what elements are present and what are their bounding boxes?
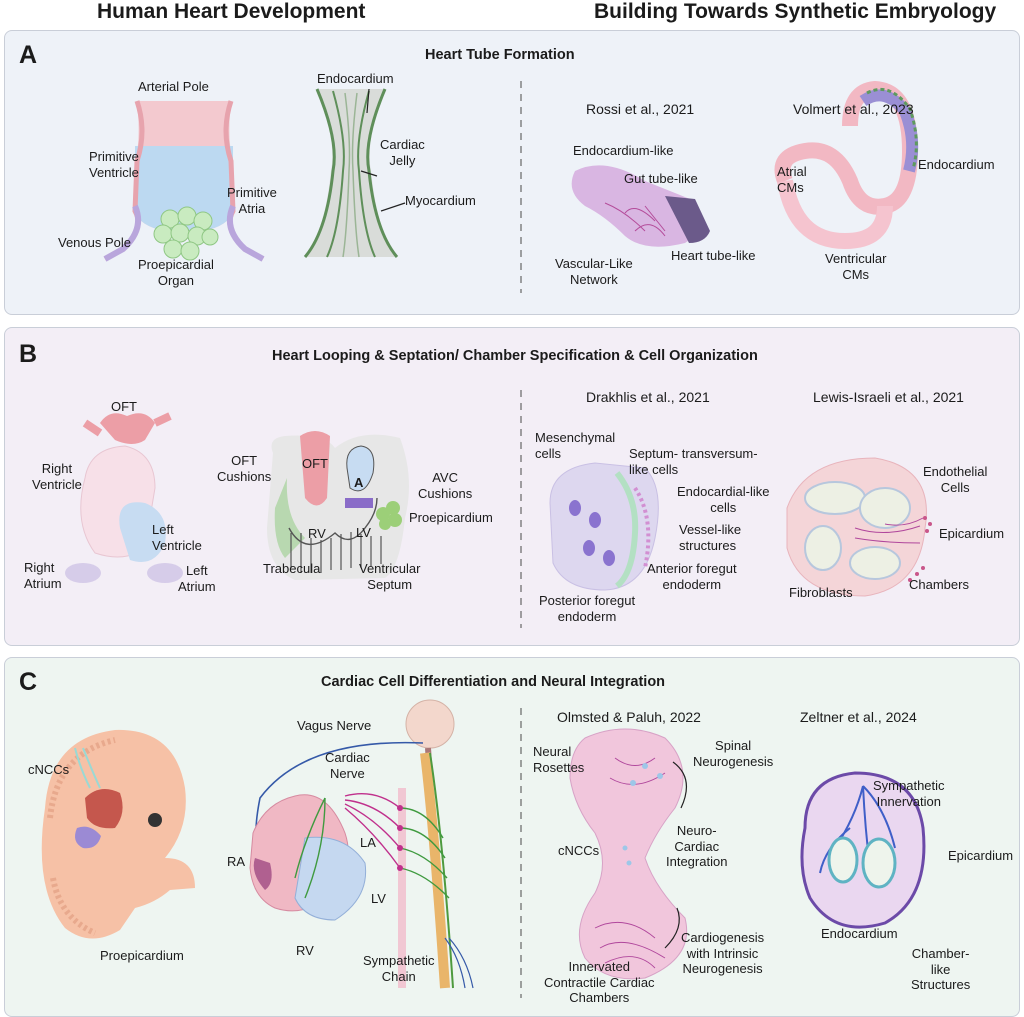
zeltner-epicardium-label: Epicardium — [948, 848, 1014, 863]
rossi-organoid-illustration — [571, 165, 710, 247]
synthetic-embryology-header: Building Towards Synthetic Embryology — [594, 0, 997, 23]
right-ventricle-label: Right Ventricle — [32, 461, 82, 492]
neural-rosettes-label: Neural Rosettes — [533, 744, 585, 775]
panel-c: C Cardiac Cell Differentiation and Neura… — [4, 657, 1020, 1017]
looping-heart-illustration — [65, 412, 183, 583]
proepicardium-embryo-label: Proepicardium — [100, 948, 184, 963]
drakhlis-organoid-illustration — [549, 462, 659, 591]
lewis-epicardium-label: Epicardium — [939, 526, 1005, 541]
ventricular-cms-label: Ventricular CMs — [825, 251, 887, 282]
sympathetic-innervation-label: Sympathetic Innervation — [873, 778, 945, 809]
primitive-ventricle-label: Primitive Ventricle — [89, 149, 139, 180]
panel-b: B Heart Looping & Septation/ Chamber Spe… — [4, 327, 1020, 646]
panel-b-illustrations — [65, 390, 932, 628]
left-atrium-label: Left Atrium — [178, 563, 216, 594]
cardiac-nerve-label: Cardiac Nerve — [325, 750, 370, 781]
gut-tube-like-label: Gut tube-like — [624, 171, 698, 186]
endocardium-label: Endocardium — [317, 71, 394, 86]
sympathetic-chain-label: Sympathetic Chain — [363, 953, 435, 984]
cnccs-embryo-label: cNCCs — [28, 762, 70, 777]
vessel-like-label: Vessel-like structures — [679, 522, 742, 553]
lewis-israeli-citation: Lewis-Israeli et al., 2021 — [813, 389, 964, 405]
trabecula-label: Trabecula — [263, 561, 321, 576]
cardiogenesis-label: Cardiogenesis with Intrinsic Neurogenesi… — [681, 930, 765, 977]
proepicardial-organ-label: Proepicardial Organ — [138, 257, 214, 288]
atrium-a-label: A — [354, 475, 364, 490]
right-atrium-label: Right Atrium — [24, 560, 62, 591]
primitive-atria-label: Primitive Atria — [227, 185, 277, 216]
ventricular-septum-label: Ventricular Septum — [359, 561, 421, 592]
neuro-cardiac-integration-label: Neuro- Cardiac Integration — [666, 823, 728, 870]
proepicardium-b-label: Proepicardium — [409, 510, 493, 525]
chambers-label: Chambers — [909, 577, 969, 592]
oft-label: OFT — [111, 399, 137, 414]
chamber-like-structures-label: Chamber- like Structures — [911, 946, 971, 993]
panel-a-title: Heart Tube Formation — [425, 47, 575, 63]
oft-inner-label: OFT — [302, 456, 328, 471]
zeltner-endocardium-label: Endocardium — [821, 926, 898, 941]
panel-letter-c: C — [19, 668, 38, 696]
drakhlis-citation: Drakhlis et al., 2021 — [586, 389, 710, 405]
panel-c-title: Cardiac Cell Differentiation and Neural … — [321, 674, 666, 690]
posterior-foregut-label: Posterior foregut endoderm — [539, 593, 636, 624]
cardiac-jelly-label: Cardiac Jelly — [380, 137, 425, 168]
septation-heart-illustration — [267, 431, 409, 580]
innervation-lv-label: LV — [371, 891, 386, 906]
zeltner-citation: Zeltner et al., 2024 — [800, 709, 917, 725]
heart-tube-like-label: Heart tube-like — [671, 248, 756, 263]
volmert-organoid-illustration — [774, 80, 919, 250]
volmert-endocardium-label: Endocardium — [918, 157, 995, 172]
panel-b-title: Heart Looping & Septation/ Chamber Speci… — [272, 348, 758, 364]
volmert-citation: Volmert et al., 2023 — [793, 101, 914, 117]
rossi-citation: Rossi et al., 2021 — [586, 101, 695, 117]
la-label: LA — [360, 835, 376, 850]
myocardium-label: Myocardium — [405, 193, 476, 208]
heart-tube-layers-illustration — [303, 88, 406, 258]
cnccs-organoid-label: cNCCs — [558, 843, 600, 858]
vascular-like-network-label: Vascular-Like Network — [555, 256, 633, 287]
spinal-neurogenesis-label: Spinal Neurogenesis — [693, 738, 774, 769]
ra-label: RA — [227, 854, 246, 869]
panel-c-illustrations — [41, 699, 926, 998]
venous-pole-label: Venous Pole — [58, 235, 132, 250]
fibroblasts-label: Fibroblasts — [789, 585, 853, 600]
lv-label: LV — [356, 525, 371, 540]
lewis-israeli-organoid-illustration — [786, 457, 932, 597]
zeltner-organoid-illustration — [800, 771, 926, 929]
innervation-rv-label: RV — [296, 943, 314, 958]
left-ventricle-label: Left Ventricle — [152, 522, 202, 553]
avc-cushions-label: AVC Cushions — [418, 470, 473, 501]
vagus-nerve-label: Vagus Nerve — [297, 718, 372, 733]
oft-cushions-label: OFT Cushions — [217, 453, 272, 484]
panel-letter-a: A — [19, 41, 38, 69]
mesenchymal-cells-label: Mesenchymal cells — [535, 430, 616, 461]
heart-innervation-illustration — [249, 699, 474, 989]
anterior-foregut-label: Anterior foregut endoderm — [647, 561, 737, 592]
embryo-illustration — [41, 729, 196, 939]
endothelial-cells-label: Endothelial Cells — [923, 464, 988, 495]
innervated-chambers-label: Innervated Contractile Cardiac Chambers — [544, 959, 655, 1006]
endocardial-like-label: Endocardial-like cells — [677, 484, 770, 515]
olmsted-organoid-illustration — [569, 728, 688, 980]
arterial-pole-label: Arterial Pole — [138, 79, 209, 94]
primitive-heart-tube-illustration — [103, 100, 265, 262]
panel-letter-b: B — [19, 340, 38, 368]
rv-label: RV — [308, 526, 326, 541]
endocardium-like-label: Endocardium-like — [573, 143, 674, 158]
atrial-cms-label: Atrial CMs — [777, 164, 807, 195]
septum-transversum-label: Septum- transversum- like cells — [629, 446, 758, 477]
panel-a: A Heart Tube Formation — [4, 30, 1020, 315]
olmsted-citation: Olmsted & Paluh, 2022 — [557, 709, 701, 725]
human-heart-development-header: Human Heart Development — [97, 0, 366, 23]
panel-a-illustrations — [103, 80, 919, 293]
